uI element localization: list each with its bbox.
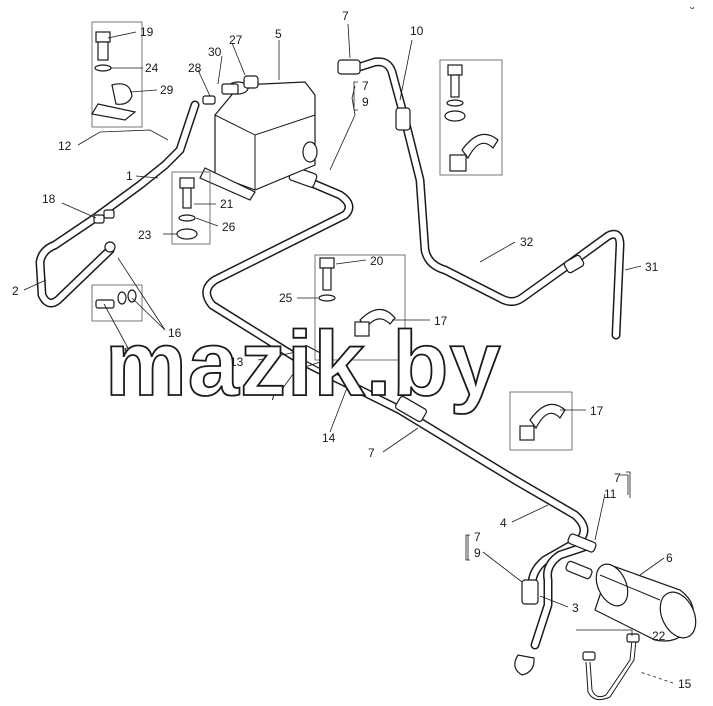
callout-1: 1: [126, 169, 133, 183]
callout-8: 8: [124, 345, 131, 359]
callout-17: 17: [434, 314, 448, 328]
bracket-marks: [353, 81, 631, 561]
clamp-17-right: [509, 391, 573, 451]
callout-10: 10: [410, 24, 424, 38]
callout-32: 32: [520, 235, 534, 249]
watermark-text: mazik.by: [105, 313, 502, 415]
callout-17: 17: [590, 404, 604, 418]
clamp-group-19: [91, 21, 143, 128]
callout-31: 31: [645, 260, 659, 274]
drain-hose: [582, 633, 640, 701]
callout-21: 21: [220, 197, 234, 211]
callout-30: 30: [208, 45, 222, 59]
clamp-group-20: [314, 254, 406, 361]
callout-2: 2: [12, 284, 19, 298]
bolt-group-21: [171, 171, 211, 245]
callout-7: 7: [270, 389, 277, 403]
callout-7: 7: [474, 530, 481, 544]
callout-5: 5: [275, 27, 282, 41]
leader-lines: [23, 23, 674, 684]
callout-19: 19: [140, 25, 154, 39]
corner-mark: ᵕ: [690, 1, 695, 15]
callout-27: 27: [229, 33, 243, 47]
callout-12: 12: [58, 139, 72, 153]
callout-24: 24: [145, 61, 159, 75]
callout-7: 7: [614, 471, 621, 485]
pipe-32: [345, 57, 625, 340]
callout-4: 4: [500, 516, 507, 530]
callout-22: 22: [652, 629, 666, 643]
callout-14: 14: [322, 431, 336, 445]
fittings-18: [93, 209, 115, 224]
callout-13: 13: [230, 355, 244, 369]
fuel-filter: [565, 533, 697, 642]
hose-sleeves: [288, 59, 585, 605]
fittings-28-30: [202, 75, 259, 105]
callout-18: 18: [42, 192, 56, 206]
callout-9: 9: [362, 95, 369, 109]
callout-7: 7: [342, 9, 349, 23]
pipe-2: [35, 100, 200, 308]
clamp-group-top-right: [439, 59, 503, 176]
callout-9: 9: [474, 546, 481, 560]
callout-7: 7: [362, 79, 369, 93]
callout-11: 11: [604, 487, 617, 501]
bolt-group-8: [91, 241, 143, 322]
banjo-fitting: [514, 654, 535, 676]
callout-20: 20: [370, 254, 384, 268]
pipe-4: [530, 540, 595, 650]
callout-6: 6: [666, 551, 673, 565]
callout-labels: 7 10 19 30 27 5 24 28 29 7 9 12 1 18 21 …: [12, 9, 692, 691]
callout-26: 26: [222, 220, 236, 234]
callout-16: 16: [168, 326, 182, 340]
callout-3: 3: [572, 601, 579, 615]
callout-28: 28: [188, 61, 202, 75]
callout-25: 25: [279, 291, 293, 305]
callout-23: 23: [138, 228, 152, 242]
callout-29: 29: [160, 83, 174, 97]
callout-15: 15: [678, 677, 692, 691]
callout-7: 7: [368, 446, 375, 460]
